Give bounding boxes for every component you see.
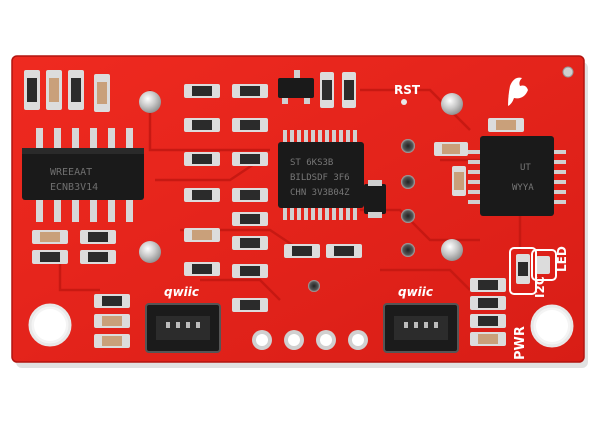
top-right-via	[562, 66, 574, 78]
pwr-label: PWR	[513, 326, 528, 360]
led-label: LED	[555, 246, 569, 272]
center-tssop-chip: ST 6KS3B BILDSDF 3F6 CHN 3V3B04Z	[278, 130, 364, 220]
rst-label: RST	[394, 83, 421, 97]
center-ic-marking-3: CHN 3V3B04Z	[290, 188, 350, 198]
sparkfun-logo-icon	[508, 77, 528, 106]
right-ic-chip: UT WYYA	[468, 136, 566, 216]
passive-components	[24, 70, 550, 348]
sot-transistor	[278, 70, 314, 104]
right-ic-marking: UT	[520, 163, 531, 173]
vias	[308, 99, 415, 292]
left-ic-marking: WREEAAT	[50, 167, 92, 178]
i2c-label: I2C	[533, 276, 547, 298]
sot-small-center	[364, 180, 386, 218]
qwiic-label-left: qwiic	[164, 285, 199, 299]
left-ic-marking-2: ECNB3V14	[50, 182, 98, 193]
qwiic-connector-left	[145, 303, 221, 353]
left-soic-chip: WREEAAT ECNB3V14	[22, 128, 144, 222]
qwiic-label-right: qwiic	[398, 285, 433, 299]
center-ic-marking: ST 6KS3B	[290, 158, 333, 168]
right-ic-marking-2: WYYA	[512, 183, 534, 193]
center-ic-marking-2: BILDSDF 3F6	[290, 173, 350, 183]
jumper-outline	[509, 247, 557, 295]
silver-components	[139, 91, 463, 263]
qwiic-connector-right	[383, 303, 459, 353]
header-holes	[252, 330, 368, 350]
